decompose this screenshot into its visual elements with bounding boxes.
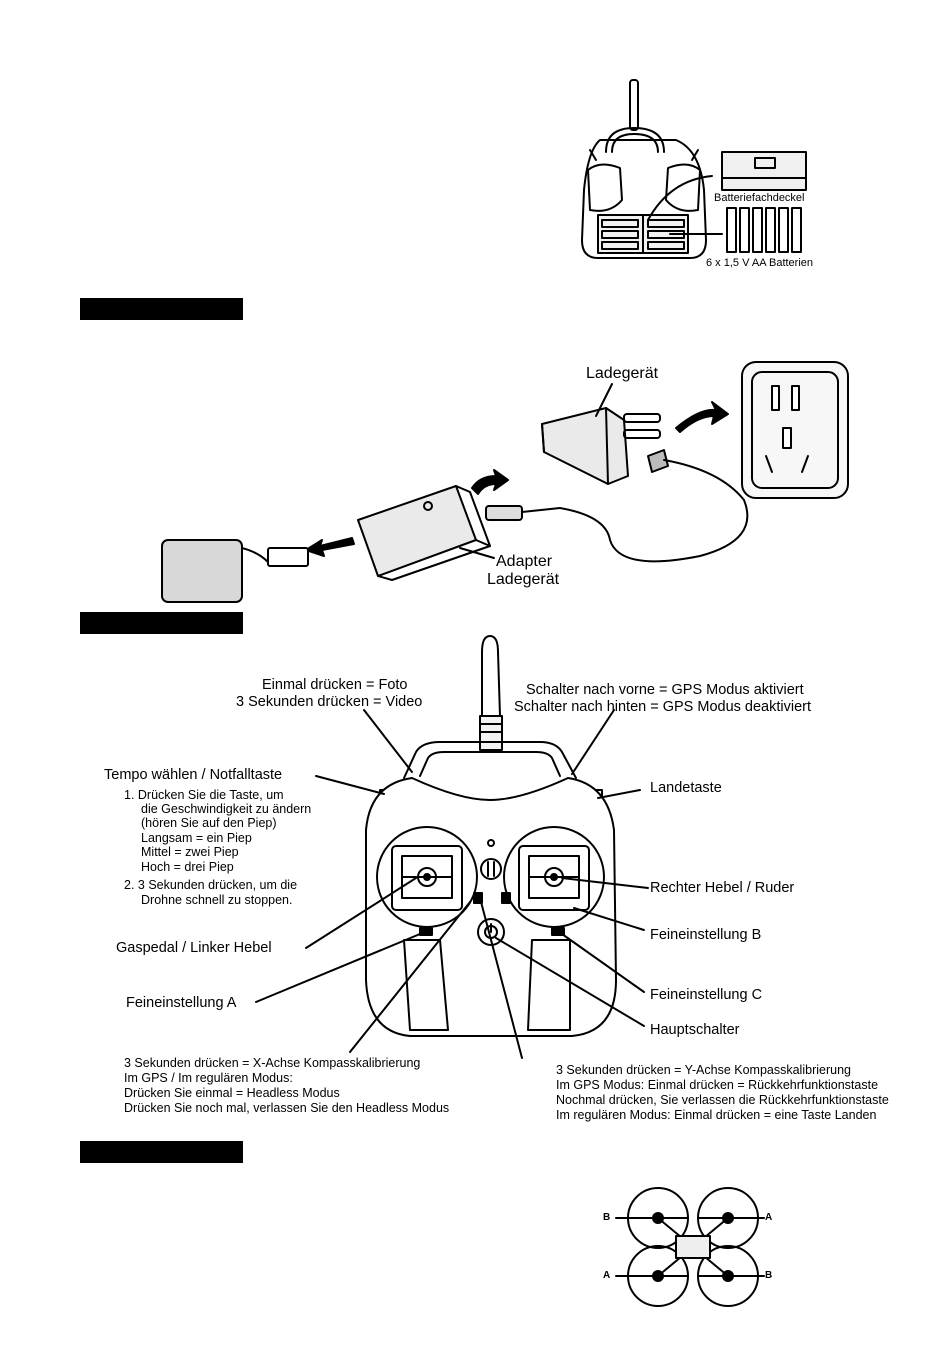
speed-step-6: Hoch = drei Piep [141, 860, 234, 874]
main-switch-label: Hauptschalter [650, 1022, 740, 1038]
x-axis-note-1: 3 Sekunden drücken = X-Achse Kompasskali… [124, 1056, 421, 1070]
speed-step-8: Drohne schnell zu stoppen. [141, 893, 293, 907]
photo-video-line2: 3 Sekunden drücken = Video [236, 694, 423, 710]
gps-switch-line2: Schalter nach hinten = GPS Modus deaktiv… [514, 699, 812, 715]
battery-cover-label: Batteriefachdeckel [714, 192, 805, 204]
speed-emergency-title: Tempo wählen / Notfalltaste [104, 767, 283, 783]
drone-label-bottom-right: B [765, 1270, 773, 1281]
speed-step-1: 1. Drücken Sie die Taste, um [124, 788, 284, 802]
section-header-bar-3 [80, 1141, 243, 1163]
right-stick-label: Rechter Hebel / Ruder [650, 880, 795, 896]
y-axis-note-1: 3 Sekunden drücken = Y-Achse Kompasskali… [556, 1063, 851, 1077]
x-axis-note-3: Drücken Sie einmal = Headless Modus [124, 1086, 340, 1100]
speed-step-2: die Geschwindigkeit zu ändern [141, 802, 312, 816]
trim-a-label: Feineinstellung A [126, 995, 237, 1011]
photo-video-line1: Einmal drücken = Foto [262, 677, 408, 693]
landing-key-label: Landetaste [650, 780, 722, 796]
trim-b-label: Feineinstellung B [650, 927, 762, 943]
trim-c-label: Feineinstellung C [650, 987, 763, 1003]
drone-label-bottom-left: A [603, 1270, 611, 1281]
speed-step-4: Langsam = ein Piep [141, 831, 252, 845]
charger-label: Ladegerät [586, 365, 659, 382]
x-axis-note-4: Drücken Sie noch mal, verlassen Sie den … [124, 1101, 450, 1115]
drone-label-top-left: B [603, 1212, 611, 1223]
left-stick-label: Gaspedal / Linker Hebel [116, 940, 272, 956]
gps-switch-line1: Schalter nach vorne = GPS Modus aktivier… [526, 682, 804, 698]
batteries-label: 6 x 1,5 V AA Batterien [706, 257, 814, 269]
y-axis-note-3: Nochmal drücken, Sie verlassen die Rückk… [556, 1093, 889, 1107]
y-axis-note-4: Im regulären Modus: Einmal drücken = ein… [556, 1108, 877, 1122]
section-header-bar-1 [80, 298, 243, 320]
x-axis-note-2: Im GPS / Im regulären Modus: [124, 1071, 293, 1085]
section-header-bar-2 [80, 612, 243, 634]
adapter-label-line1: Adapter [496, 553, 553, 570]
speed-step-3: (hören Sie auf den Piep) [141, 816, 277, 830]
drone-label-top-right: A [765, 1212, 773, 1223]
y-axis-note-2: Im GPS Modus: Einmal drücken = Rückkehrf… [556, 1078, 879, 1092]
adapter-label-line2: Ladegerät [487, 571, 560, 588]
speed-step-5: Mittel = zwei Piep [141, 845, 239, 859]
speed-step-7: 2. 3 Sekunden drücken, um die [124, 878, 298, 892]
